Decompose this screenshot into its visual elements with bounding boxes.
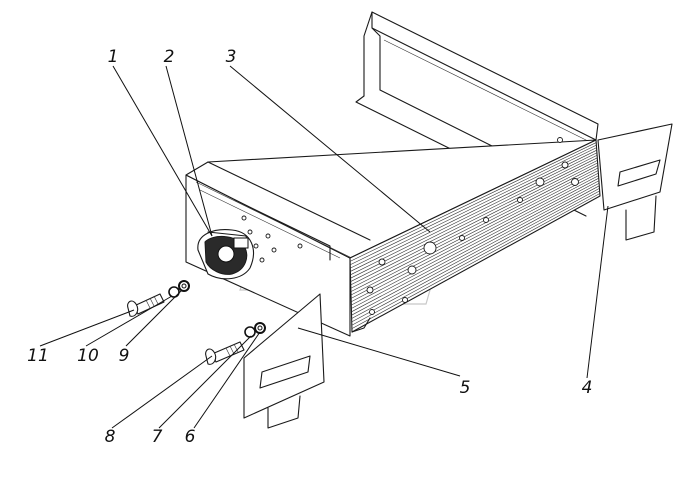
plate-holes [366, 137, 579, 315]
leader-3 [229, 65, 431, 233]
side-bracket-right [597, 123, 673, 241]
plate-rib [351, 193, 600, 329]
callout-10: 10 [77, 346, 99, 366]
leader-11 [39, 309, 135, 347]
bolt-thread-lower [225, 343, 239, 357]
plate-rib [351, 172, 599, 302]
leader-9 [125, 289, 183, 347]
plate-rib [351, 175, 599, 306]
callout-11: 11 [27, 346, 49, 366]
plate-rib [350, 167, 599, 296]
callout-6: 6 [185, 427, 196, 447]
leader-lines [39, 65, 609, 429]
plate-rib [350, 144, 597, 265]
callout-9: 9 [119, 346, 130, 366]
side-holes [241, 215, 303, 263]
side-bracket-lower [243, 293, 325, 429]
plate-rib [350, 155, 598, 279]
plate-rib [350, 162, 598, 289]
callout-8: 8 [105, 427, 116, 447]
plate-rib [350, 157, 598, 282]
plate-rib [351, 177, 599, 309]
towing-hook [197, 229, 254, 280]
bolt-set-upper [127, 280, 190, 317]
leader-1 [112, 65, 213, 237]
plate-rib [350, 160, 598, 286]
bolt-thread-upper [145, 295, 159, 309]
plate-rib [351, 188, 600, 323]
plate-rib [351, 183, 600, 316]
plate-rib [350, 165, 598, 292]
leader-2 [165, 65, 213, 237]
leader-5 [297, 327, 461, 377]
leader-8 [111, 355, 213, 429]
callout-labels: 1 2 3 4 5 6 7 8 9 10 11 [27, 47, 592, 447]
leader-10 [85, 295, 173, 347]
plate-rib [351, 190, 600, 326]
callout-2: 2 [164, 47, 175, 67]
plate-rib [351, 180, 600, 313]
leader-4 [586, 205, 609, 379]
plate-rib [350, 147, 597, 269]
plate-rib [350, 152, 598, 276]
plate-rib [350, 170, 599, 299]
plate-ribs [349, 142, 600, 329]
callout-4: 4 [582, 378, 593, 398]
plate-rib [351, 185, 600, 319]
plate-rib [350, 149, 597, 272]
bolt-set-lower [205, 322, 266, 365]
plate-rib [349, 142, 597, 262]
ribbed-plate [349, 137, 601, 333]
callout-5: 5 [460, 378, 471, 398]
leader-7 [158, 335, 252, 429]
leader-6 [193, 331, 261, 429]
callout-7: 7 [152, 427, 163, 447]
callout-3: 3 [226, 47, 237, 67]
callout-1: 1 [108, 47, 119, 67]
